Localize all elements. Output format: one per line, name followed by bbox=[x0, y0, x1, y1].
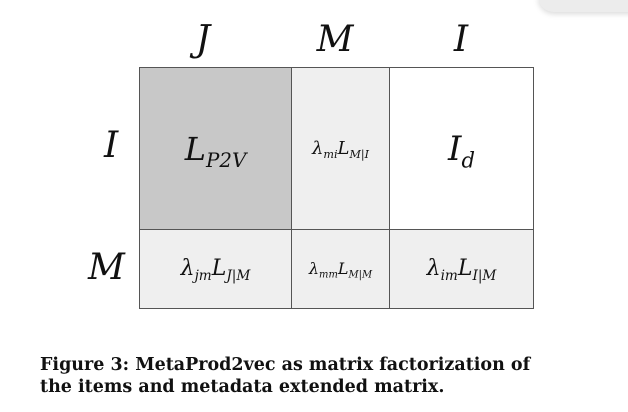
cell-math-lp2v: LP2V bbox=[184, 129, 247, 172]
column-label-m: M bbox=[316, 19, 354, 60]
cell-math-identity: Id bbox=[448, 128, 475, 172]
column-label-i: I bbox=[453, 19, 469, 60]
matrix-cell-identity: Id bbox=[389, 67, 534, 230]
cell-math-lambda-mi: λmiLM|I bbox=[311, 137, 370, 161]
figure-caption: Figure 3: MetaProd2vec as matrix factori… bbox=[40, 354, 620, 398]
cell-math-lambda-mm: λmmLM|M bbox=[308, 259, 373, 281]
matrix-cell-lp2v: LP2V bbox=[139, 67, 292, 230]
cell-math-lambda-im: λimLI|M bbox=[426, 256, 497, 284]
matrix-cell-lambda-mi: λmiLM|I bbox=[291, 67, 390, 230]
row-label-m: M bbox=[88, 247, 125, 288]
matrix-cell-lambda-mm: λmmLM|M bbox=[291, 229, 390, 309]
caption-line-2: the items and metadata extended matrix. bbox=[40, 377, 445, 397]
page-edge-shadow bbox=[538, 0, 628, 12]
matrix-cell-lambda-im: λimLI|M bbox=[389, 229, 534, 309]
column-label-j: J bbox=[195, 19, 211, 60]
cell-math-lambda-jm: λjmLJ|M bbox=[180, 256, 251, 284]
matrix-cell-lambda-jm: λjmLJ|M bbox=[139, 229, 292, 309]
caption-line-1: Figure 3: MetaProd2vec as matrix factori… bbox=[40, 355, 531, 375]
row-label-i: I bbox=[104, 125, 119, 166]
